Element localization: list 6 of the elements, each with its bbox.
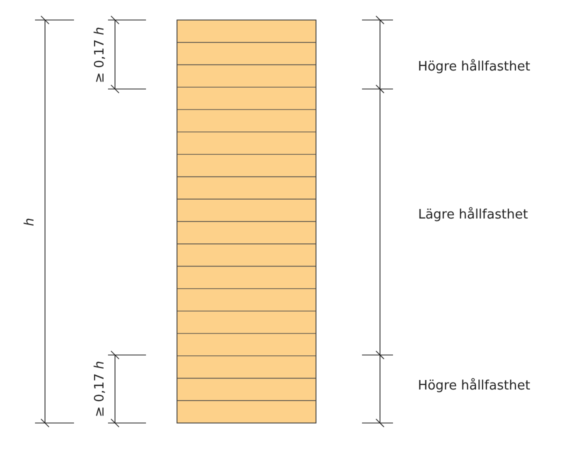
- zone-label: Högre hållfasthet: [418, 380, 530, 392]
- zone-label: Lägre hållfasthet: [418, 208, 528, 222]
- zone-label: Högre hållfasthet: [418, 60, 530, 74]
- dimension-label: ≥ 0,17 h: [94, 360, 106, 418]
- dimension-label: ≥ 0,17 h: [94, 26, 106, 84]
- height-label: h: [24, 218, 36, 226]
